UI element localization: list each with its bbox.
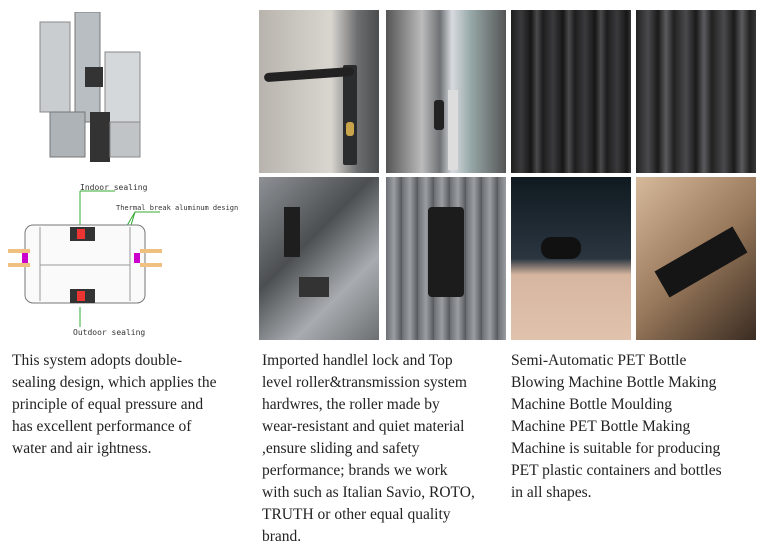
sealing-diagram: Indoor sealing Thermal break aluminum de… — [0, 177, 258, 342]
caption-sealing-design: This system adopts double- sealing desig… — [12, 352, 217, 457]
thermal-break-label: Thermal break aluminum design — [116, 204, 239, 212]
seal-strip-photo-2 — [636, 10, 756, 173]
indoor-sealing-label: Indoor sealing — [80, 183, 148, 192]
aluminum-profile-image — [30, 12, 150, 167]
caption-hardware: Imported handlel lock and Top level roll… — [262, 352, 475, 545]
caption-pet-machine: Semi-Automatic PET Bottle Blowing Machin… — [511, 352, 722, 501]
hinge-closeup-photo — [386, 177, 506, 340]
door-handle-photo — [259, 10, 379, 173]
seal-profile-closeup-photo — [636, 177, 756, 340]
folding-door-hinge-photo — [259, 177, 379, 340]
outdoor-sealing-label: Outdoor sealing — [73, 328, 146, 337]
seal-in-hand-photo — [511, 177, 631, 340]
seal-strip-photo-1 — [511, 10, 631, 173]
door-frame-lock-photo — [386, 10, 506, 173]
